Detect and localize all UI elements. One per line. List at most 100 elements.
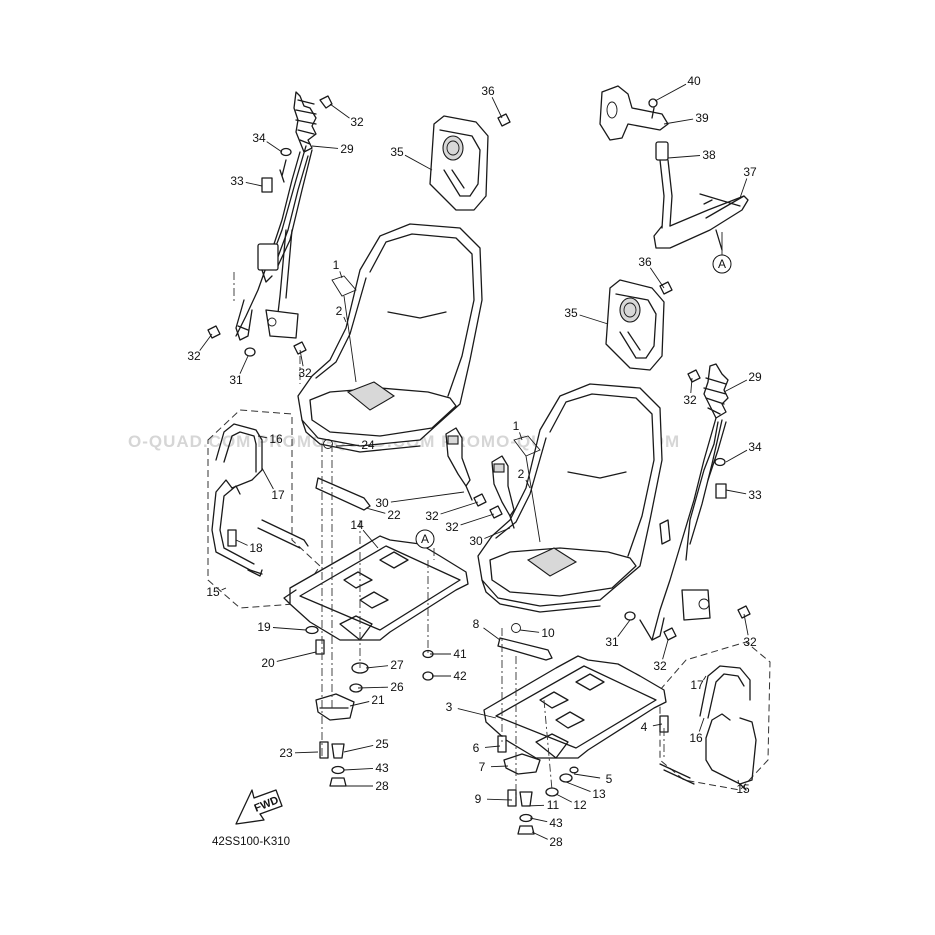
callout-34: 34 <box>748 440 762 454</box>
callout-leader-line <box>343 744 374 753</box>
callout-12: 12 <box>573 798 587 812</box>
callout-39: 39 <box>695 111 709 125</box>
callout-1: 1 <box>513 419 520 433</box>
callout-30: 30 <box>375 496 389 510</box>
callout-2: 2 <box>518 467 525 481</box>
callout-leader-line <box>737 779 740 783</box>
callout-35: 35 <box>390 145 404 159</box>
callout-43: 43 <box>375 761 389 775</box>
callout-leader-line <box>239 355 249 374</box>
callout-leader-line <box>294 751 319 754</box>
callout-31: 31 <box>605 635 619 649</box>
callout-15: 15 <box>736 782 750 796</box>
callout-leader-line <box>390 491 465 503</box>
callout-leader-line <box>276 651 317 662</box>
callout-leader-line <box>365 665 389 669</box>
callout-leader-line <box>703 675 707 681</box>
callout-32: 32 <box>187 349 201 363</box>
callout-13: 13 <box>592 787 606 801</box>
callout-32: 32 <box>653 659 667 673</box>
headrest-lower <box>605 279 665 371</box>
callout-14: 14 <box>350 518 364 532</box>
callout-leader-line <box>579 314 609 325</box>
callout-leader-line <box>349 701 370 707</box>
fwd-arrow-icon: FWD <box>235 789 283 825</box>
callout-40: 40 <box>687 74 701 88</box>
callout-32: 32 <box>298 366 312 380</box>
callout-leader-line <box>440 501 479 515</box>
callout-3: 3 <box>446 700 453 714</box>
callout-leader-line <box>339 271 343 279</box>
callout-9: 9 <box>475 792 482 806</box>
callout-30: 30 <box>469 534 483 548</box>
callout-leader-line <box>357 686 389 689</box>
callout-leader-line <box>335 444 360 447</box>
callout-leader-line <box>486 798 513 801</box>
callout-leader-line <box>531 831 548 840</box>
callout-leader-line <box>299 349 304 367</box>
callout-32: 32 <box>350 115 364 129</box>
callout-leader-line <box>311 145 339 149</box>
callout-leader-line <box>457 708 497 719</box>
callout-leader-line <box>649 267 665 289</box>
callout-leader-line <box>245 181 263 187</box>
ref-a-label-1: A <box>718 257 726 271</box>
callout-leader-line <box>654 83 687 102</box>
callout-leader-line <box>667 155 701 159</box>
right-mount-plate <box>483 655 667 759</box>
callout-43: 43 <box>549 816 563 830</box>
callout-leader-line <box>525 479 531 489</box>
callout-leader-line <box>519 432 523 441</box>
callout-leader-line <box>690 377 693 394</box>
callout-16: 16 <box>689 731 703 745</box>
callout-leader-line <box>698 717 705 732</box>
callout-28: 28 <box>549 835 563 849</box>
callout-5: 5 <box>606 772 613 786</box>
label-brackets <box>331 275 541 543</box>
callout-leader-line <box>617 619 631 637</box>
callout-leader-line <box>199 333 213 351</box>
callout-29: 29 <box>340 142 354 156</box>
callout-16: 16 <box>269 432 283 446</box>
callout-20: 20 <box>261 656 275 670</box>
callout-leader-line <box>221 587 227 591</box>
callout-leader-line <box>272 627 307 631</box>
callout-leader-line <box>490 765 509 768</box>
callout-4: 4 <box>641 720 648 734</box>
callout-28: 28 <box>375 779 389 793</box>
callout-23: 23 <box>279 746 293 760</box>
callout-34: 34 <box>252 131 266 145</box>
callout-32: 32 <box>743 635 757 649</box>
callout-24: 24 <box>361 438 375 452</box>
callout-41: 41 <box>453 647 467 661</box>
callout-leader-line <box>261 467 274 490</box>
callout-33: 33 <box>230 174 244 188</box>
callout-leader-line <box>529 817 548 823</box>
callout-11: 11 <box>547 798 560 812</box>
callout-leader-line <box>525 804 545 807</box>
callout-leader-line <box>257 435 268 439</box>
callout-17: 17 <box>271 488 285 502</box>
callout-leader-line <box>329 103 350 119</box>
left-side-guard <box>207 409 321 609</box>
callout-17: 17 <box>690 678 704 692</box>
callout-leader-line <box>573 773 601 779</box>
callout-42: 42 <box>453 669 467 683</box>
callout-leader-line <box>723 379 748 393</box>
callout-leader-line <box>663 118 694 125</box>
right-side-guard <box>659 641 771 791</box>
callout-32: 32 <box>445 520 459 534</box>
headrest-bracket-assembly <box>599 85 749 251</box>
callout-leader-line <box>484 527 511 539</box>
callout-leader-line <box>662 639 669 660</box>
callout-leader-line <box>491 97 503 119</box>
callout-leader-line <box>725 489 747 495</box>
left-mount-plate <box>283 535 469 641</box>
callout-leader-line <box>743 613 749 636</box>
callout-35: 35 <box>564 306 578 320</box>
callout-10: 10 <box>541 626 555 640</box>
headrest-upper <box>429 115 489 211</box>
right-seat <box>477 383 663 613</box>
